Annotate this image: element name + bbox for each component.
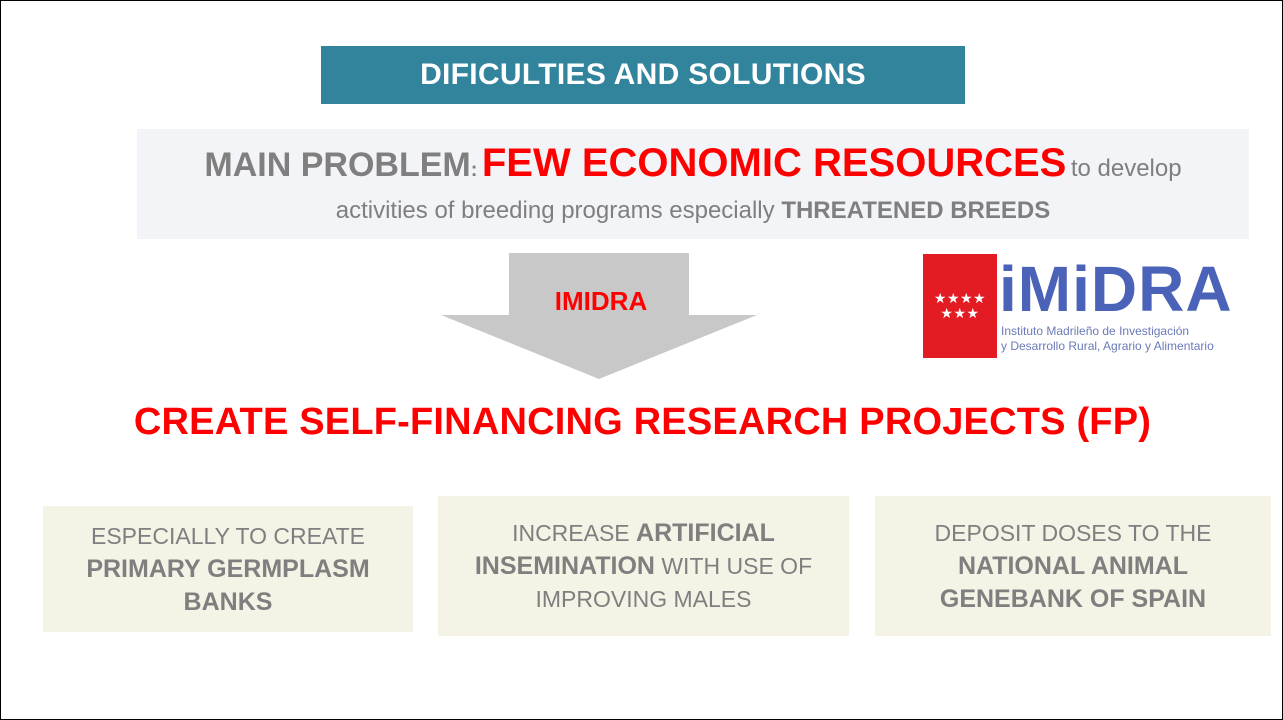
- problem-line-1: MAIN PROBLEM: FEW ECONOMIC RESOURCES to …: [137, 141, 1249, 186]
- problem-tail: to develop: [1070, 155, 1182, 182]
- imidra-logo: ★★★★★★★ iMiDRA Instituto Madrileño de In…: [923, 254, 1232, 358]
- down-arrow-icon: [441, 253, 757, 379]
- card-2-pre: INCREASE: [512, 519, 630, 546]
- card-2-post: WITH USE OF IMPROVING MALES: [535, 552, 813, 612]
- card-3-bold: NATIONAL ANIMAL GENEBANK OF SPAIN: [939, 551, 1207, 613]
- problem-panel: [137, 129, 1249, 239]
- problem-line-2-text: activities of breeding programs especial…: [335, 197, 775, 224]
- card-national-genebank: DEPOSIT DOSES TO THE NATIONAL ANIMAL GEN…: [875, 496, 1271, 636]
- logo-name: iMiDRA: [999, 253, 1233, 325]
- slide-title: DIFICULTIES AND SOLUTIONS: [321, 46, 965, 104]
- card-3-line: DEPOSIT DOSES TO THE: [934, 519, 1212, 546]
- logo-subtitle-1: Instituto Madrileño de Investigación: [1001, 324, 1190, 338]
- card-2-bold: ARTIFICIAL INSEMINATION: [474, 518, 775, 580]
- logo-subtitle-2: y Desarrollo Rural, Agrario y Alimentari…: [1001, 339, 1214, 353]
- main-problem-label: MAIN PROBLEM: [204, 146, 471, 184]
- problem-line-2: activities of breeding programs especial…: [137, 197, 1249, 225]
- card-1-bold: PRIMARY GERMPLASM BANKS: [86, 554, 370, 616]
- madrid-stars-icon: ★★★★★★★: [923, 254, 997, 358]
- card-1-line: ESPECIALLY TO CREATE: [91, 522, 365, 549]
- headline: CREATE SELF-FINANCING RESEARCH PROJECTS …: [133, 401, 1152, 443]
- card-germplasm-banks: ESPECIALLY TO CREATE PRIMARY GERMPLASM B…: [43, 506, 413, 632]
- problem-colon: :: [470, 159, 478, 181]
- arrow-label: IMIDRA: [554, 286, 648, 316]
- threatened-breeds: THREATENED BREEDS: [781, 197, 1051, 224]
- problem-emphasis: FEW ECONOMIC RESOURCES: [481, 141, 1067, 185]
- card-artificial-insemination: INCREASE ARTIFICIAL INSEMINATION WITH US…: [438, 496, 849, 636]
